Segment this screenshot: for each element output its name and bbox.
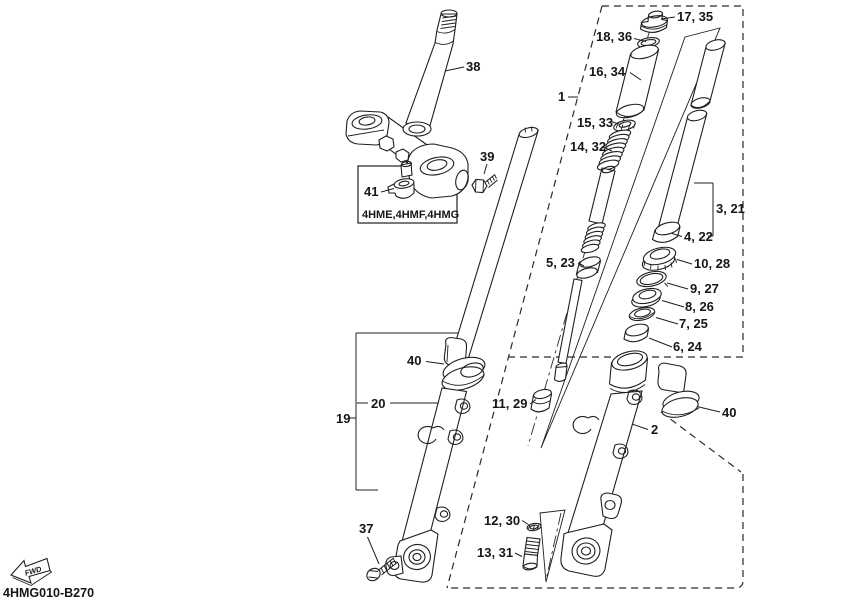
callout-labels: 38 17, 35 18, 36 16, 34 1 15, 33 14, 32 … — [336, 9, 745, 560]
right-inner-tube — [657, 39, 726, 228]
callout-17-35: 17, 35 — [677, 9, 713, 24]
spacer-tube — [615, 44, 660, 119]
seal-washer-7-25 — [628, 306, 656, 322]
steering-stem — [405, 9, 458, 130]
callout-bracket-lines — [349, 182, 714, 491]
fork-spring — [596, 129, 632, 171]
under-bracket — [345, 110, 469, 199]
callout-20: 20 — [371, 396, 385, 411]
slide-bushing-4-22 — [651, 221, 681, 243]
retaining-clip-9-27 — [636, 270, 669, 288]
callout-39: 39 — [480, 149, 494, 164]
callout-41: 41 — [364, 184, 378, 199]
callout-14-32: 14, 32 — [570, 139, 606, 154]
left-outer-tube — [385, 356, 486, 583]
right-outer-tube — [560, 350, 649, 577]
fwd-arrow: FWD — [10, 557, 53, 586]
callout-40-right: 40 — [722, 405, 736, 420]
right-reflector-bracket — [657, 362, 700, 418]
cap-bolt — [639, 10, 669, 33]
leader-lines — [367, 16, 721, 565]
callout-12-30: 12, 30 — [484, 513, 520, 528]
callout-13-31: 13, 31 — [477, 545, 513, 560]
callout-4-22: 4, 22 — [684, 229, 713, 244]
callout-9-27: 9, 27 — [690, 281, 719, 296]
callout-40-left: 40 — [407, 353, 421, 368]
oil-lock-piece — [530, 388, 553, 413]
dust-cover-10-28 — [641, 246, 677, 271]
insertion-pointer-upper — [540, 27, 721, 449]
callout-18-36: 18, 36 — [596, 29, 632, 44]
part-41-damper — [387, 178, 415, 199]
guide-bushing-6-24 — [623, 323, 650, 343]
callout-1: 1 — [558, 89, 565, 104]
callout-5-23: 5, 23 — [546, 255, 575, 270]
model-code-label: 4HME,4HMF,4HMG — [362, 209, 459, 221]
callout-19: 19 — [336, 411, 350, 426]
callout-15-33: 15, 33 — [577, 115, 613, 130]
gasket-12-30 — [526, 522, 542, 532]
callout-11-29: 11, 29 — [492, 396, 527, 411]
callout-8-26: 8, 26 — [685, 299, 714, 314]
o-ring — [637, 37, 660, 48]
piston-ring — [553, 256, 602, 382]
spring-seat-washer — [613, 119, 636, 132]
callout-3-21: 3, 21 — [716, 201, 745, 216]
bolt-37 — [366, 557, 397, 582]
oil-seal-8-26 — [631, 287, 662, 308]
callout-7-25: 7, 25 — [679, 316, 708, 331]
callout-38: 38 — [466, 59, 480, 74]
bolt-39 — [471, 174, 498, 194]
callout-6-24: 6, 24 — [673, 339, 703, 354]
callout-10-28: 10, 28 — [694, 256, 730, 271]
assembly-boundary-dashes — [446, 5, 744, 589]
callout-2: 2 — [651, 422, 658, 437]
damper-rod — [588, 165, 616, 225]
callout-37: 37 — [359, 521, 373, 536]
callout-16-34: 16, 34 — [589, 64, 626, 79]
diagram-code: 4HMG010-B270 — [3, 586, 94, 600]
rebound-spring — [580, 222, 606, 254]
insertion-pointer-lower — [539, 509, 566, 583]
bolt-13-31 — [522, 536, 541, 571]
